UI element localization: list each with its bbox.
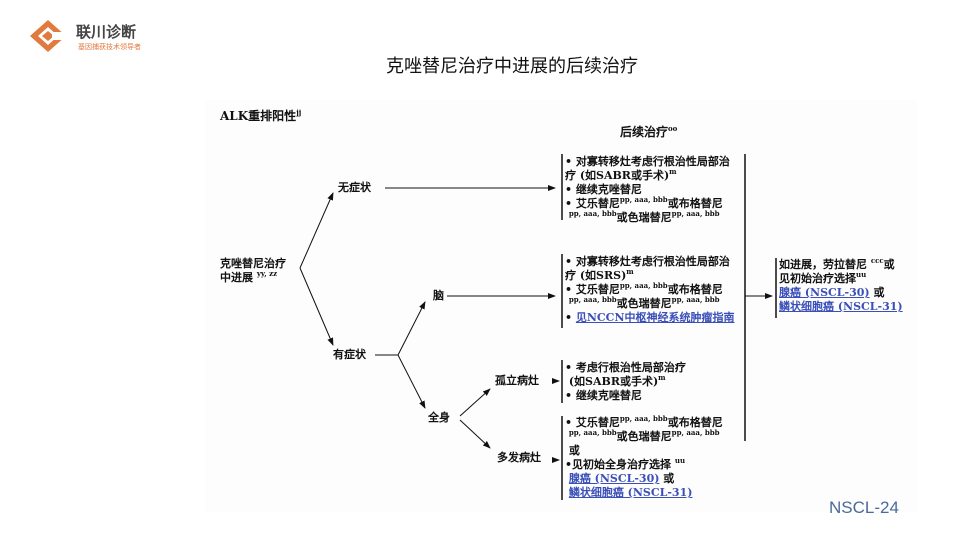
box4-line4: • 艾乐替尼 (565, 416, 620, 429)
root-node: 克唑替尼治疗 中进展 yy, zz (220, 257, 286, 285)
node-symptomatic: 有症状 (333, 348, 366, 361)
box3-line1: • 考虑行根治性局部治疗 (565, 361, 686, 374)
box4-line6: •见初始全身治疗选择 (565, 458, 672, 471)
box2-line1: • 对寡转移灶考虑行根治性局部治 (565, 255, 730, 268)
root-line2: 中进展 (220, 271, 253, 284)
box-asymptomatic: • 对寡转移灶考虑行根治性局部治 疗 (如SABR或手术)m • 继续克唑替尼 … (565, 155, 730, 225)
logo-diamond-icon (30, 20, 66, 52)
box4-or2: 或 (659, 472, 675, 485)
squamous-link[interactable]: 鳞状细胞癌 (NSCL-31) (568, 486, 693, 499)
box2-sup-c: pp, aaa, bbb (568, 295, 617, 304)
cns-guideline-link[interactable]: 见NCCN中枢神经系统肿瘤指南 (575, 311, 735, 324)
box2-line2: 疗 (如SRS) (565, 269, 627, 282)
logo-name: 联川诊断 (76, 23, 137, 41)
box2-sup: m (626, 267, 634, 276)
result-line2: 见初始治疗选择 (779, 272, 856, 285)
box3-sup: m (658, 373, 666, 382)
result-or: 或 (869, 286, 885, 299)
box4-sup-a: pp, aaa, bbb (619, 414, 668, 423)
page-code: NSCL-24 (829, 498, 899, 517)
result-squamous-link[interactable]: 鳞状细胞癌 (NSCL-31) (779, 300, 903, 313)
box1-line4b: 或布格替尼 (667, 197, 723, 210)
box-brain: • 对寡转移灶考虑行根治性局部治 疗 (如SRS)m • 艾乐替尼pp, aaa… (565, 255, 735, 324)
result-line1b: 或 (883, 258, 895, 271)
alk-header: ALK重排阳性jj (220, 109, 301, 123)
box1-line1: • 对寡转移灶考虑行根治性局部治 (565, 155, 730, 168)
result-sup-uu: uu (856, 270, 867, 279)
box-isolated: • 考虑行根治性局部治疗 (如SABR或手术)m • 继续克唑替尼 (565, 361, 686, 403)
box1-sup-c: pp, aaa, bbb (568, 209, 617, 218)
adenocarcinoma-link[interactable]: 腺癌 (NSCL-30) (568, 472, 660, 485)
box1-line4: • 艾乐替尼 (565, 197, 620, 210)
alk-header-text: ALK重排阳性 (220, 109, 297, 123)
node-brain: 脑 (433, 289, 444, 302)
logo-tagline: 基因捕获技术领导者 (78, 43, 141, 51)
root-line1: 克唑替尼治疗 (220, 257, 286, 270)
box1-sup-b: pp, aaa, bbb (671, 209, 720, 218)
box2-sup-a: pp, aaa, bbb (619, 281, 668, 290)
result-sup-ccc: ccc (870, 256, 884, 265)
box1-line2: 疗 (如SABR或手术) (565, 169, 670, 182)
box2-line4b: 或布格替尼 (667, 283, 723, 296)
node-systemic: 全身 (428, 411, 450, 424)
box1-line3: • 继续克唑替尼 (565, 183, 642, 196)
box4-line4b: 或布格替尼 (667, 416, 723, 429)
node-multiple: 多发病灶 (497, 451, 541, 464)
box4-sup-uu: uu (674, 456, 686, 465)
box2-line5: 或色瑞替尼 (616, 297, 672, 310)
box-multiple: • 艾乐替尼pp, aaa, bbb或布格替尼 pp, aaa, bbb或色瑞替… (565, 414, 723, 500)
result-adenocarcinoma-link[interactable]: 腺癌 (NSCL-30) (779, 286, 870, 299)
box3-line3: • 继续克唑替尼 (565, 389, 642, 402)
page-title: 克唑替尼治疗中进展的后续治疗 (386, 56, 638, 77)
subsequent-header-text: 后续治疗 (620, 125, 669, 139)
box4-sup-c: pp, aaa, bbb (568, 428, 617, 437)
box4-or: 或 (568, 444, 580, 457)
root-sup: yy, zz (256, 269, 278, 278)
diagram-panel (205, 100, 917, 512)
box1-line5: 或色瑞替尼 (616, 211, 672, 224)
node-asymptomatic: 无症状 (338, 181, 371, 194)
subsequent-header: 后续治疗oo (620, 125, 677, 139)
subsequent-header-sup: oo (668, 124, 678, 133)
box1-sup-a: pp, aaa, bbb (619, 195, 668, 204)
box3-line2: (如SABR或手术) (568, 375, 659, 388)
logo (28, 18, 72, 58)
box-result: 如进展，劳拉替尼 ccc或 见初始治疗选择uu 腺癌 (NSCL-30) 或 鳞… (779, 256, 903, 314)
result-line1: 如进展，劳拉替尼 (779, 258, 867, 271)
box4-sup-b: pp, aaa, bbb (671, 428, 720, 437)
box4-line5: 或色瑞替尼 (616, 430, 672, 443)
box2-sup-b: pp, aaa, bbb (671, 295, 720, 304)
alk-header-sup: jj (296, 108, 302, 117)
box2-line4: • 艾乐替尼 (565, 283, 620, 296)
box1-sup: m (669, 167, 677, 176)
node-isolated: 孤立病灶 (495, 374, 539, 387)
